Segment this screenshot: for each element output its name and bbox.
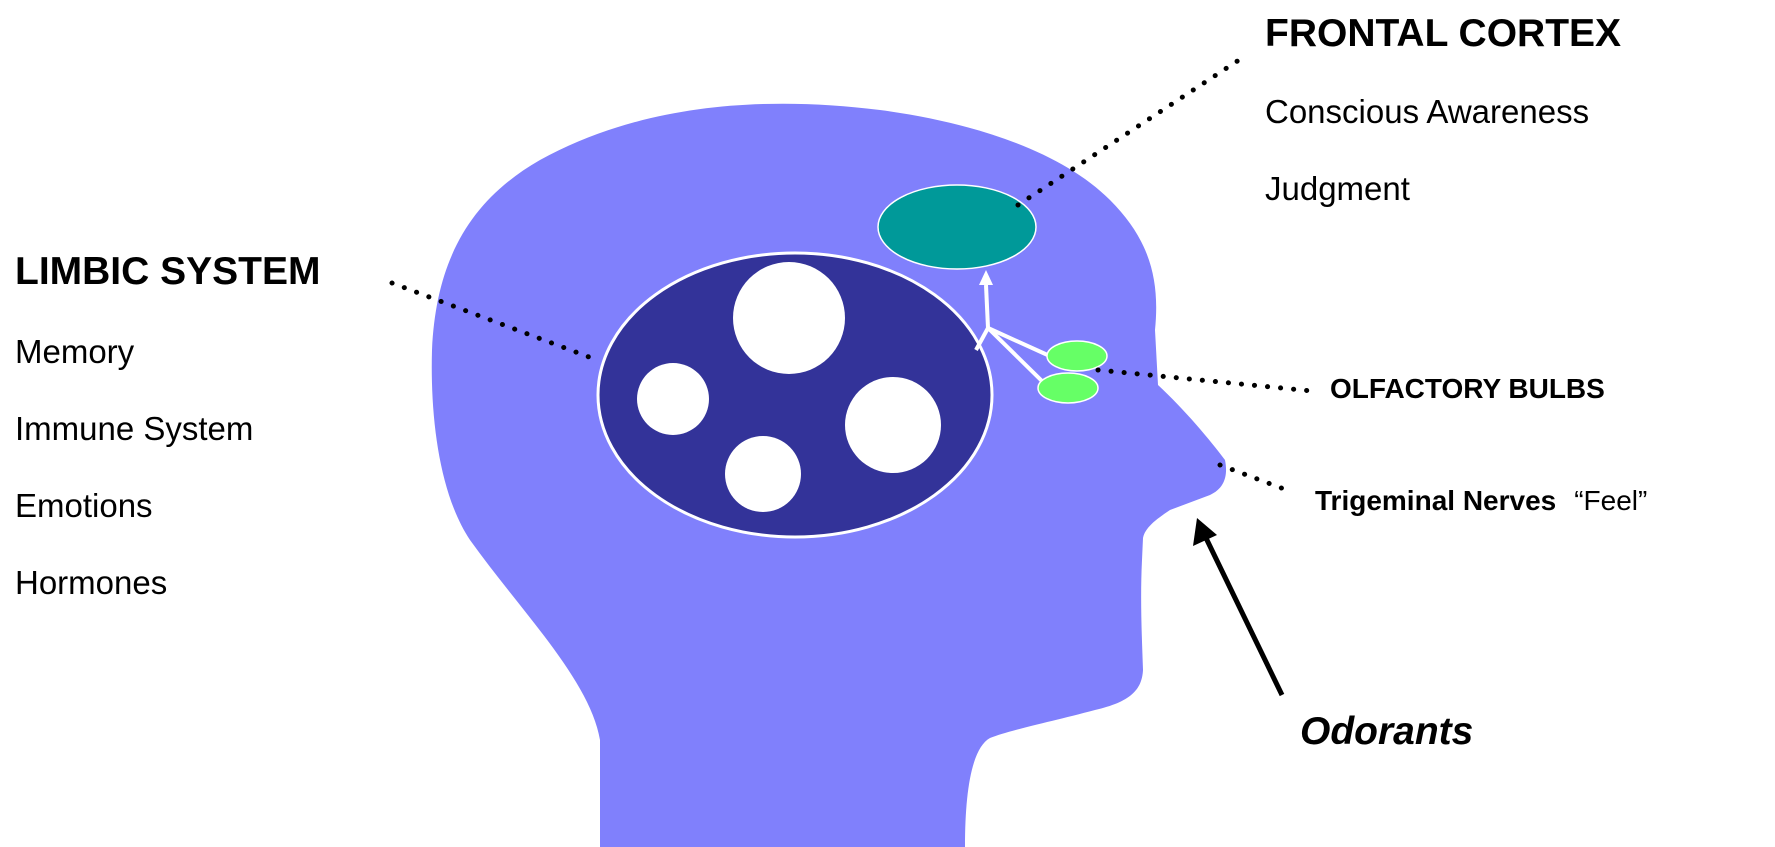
limbic-structure-top — [733, 262, 845, 374]
trigeminal-label-row: Trigeminal Nerves “Feel” — [1315, 485, 1647, 517]
frontal-cortex-item-conscious-awareness: Conscious Awareness — [1265, 93, 1589, 131]
odorants-arrowhead — [1193, 518, 1217, 546]
limbic-item-emotions: Emotions — [15, 487, 153, 525]
olfactory-bulb-lower — [1038, 373, 1098, 403]
odorants-label: Odorants — [1300, 710, 1473, 754]
limbic-system-title: LIMBIC SYSTEM — [15, 250, 321, 294]
frontal-cortex-ellipse — [878, 185, 1036, 269]
limbic-structure-left — [637, 363, 709, 435]
limbic-item-hormones: Hormones — [15, 564, 167, 602]
trigeminal-nerves-label: Trigeminal Nerves — [1315, 485, 1556, 516]
odorants-arrow-shaft — [1206, 538, 1282, 695]
frontal-cortex-title: FRONTAL CORTEX — [1265, 12, 1621, 56]
frontal-cortex-item-judgment: Judgment — [1265, 170, 1410, 208]
frontal-cortex-leader — [1018, 58, 1242, 205]
limbic-item-memory: Memory — [15, 333, 134, 371]
trigeminal-feel-note: “Feel” — [1574, 485, 1647, 516]
limbic-item-immune-system: Immune System — [15, 410, 253, 448]
limbic-structure-right — [845, 377, 941, 473]
olfactory-bulbs-label: OLFACTORY BULBS — [1330, 373, 1605, 405]
trigeminal-leader — [1220, 465, 1292, 492]
limbic-structure-bottom — [725, 436, 801, 512]
olfactory-bulb-upper — [1047, 341, 1107, 371]
